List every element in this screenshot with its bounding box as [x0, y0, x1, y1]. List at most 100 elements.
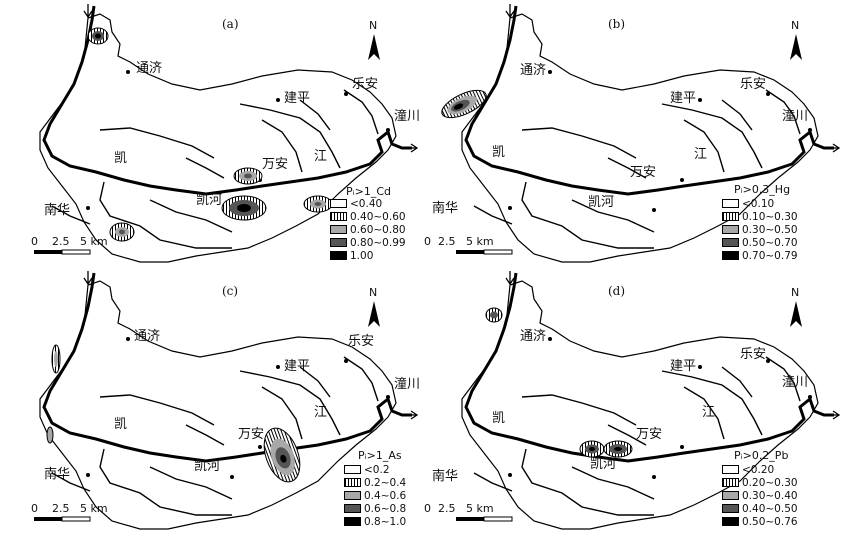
place-jiang: 江 [702, 405, 716, 420]
tributary [343, 356, 379, 402]
place-jiang: 江 [694, 147, 708, 162]
north-label: N [369, 286, 378, 299]
scale-label-mid: 2.5 [52, 235, 70, 248]
panel-label-d: (d) [608, 284, 626, 298]
place-tongchuan: 潼川 [782, 375, 809, 390]
place-jiang: 江 [314, 405, 328, 420]
place-wanan: 万安 [630, 165, 657, 180]
town-dot [508, 473, 512, 477]
tributary [521, 394, 637, 426]
north-label: N [369, 19, 378, 32]
town-dot [344, 359, 348, 363]
town-dot [680, 178, 684, 182]
tributary [521, 127, 637, 159]
place-wanan: 万安 [238, 427, 265, 442]
tributary [607, 157, 647, 179]
legend-item: 0.40~0.50 [722, 504, 798, 515]
hotspot-pb-3 [603, 440, 633, 458]
place-nanhua: 南华 [432, 201, 459, 216]
scale-label-0: 0 [424, 235, 431, 248]
town-dot [698, 98, 702, 102]
legend-title: Pᵢ>1_As [358, 449, 402, 462]
tributary [721, 366, 753, 398]
tributary [661, 103, 763, 169]
legend-title: Pᵢ>0.2_Pb [734, 449, 789, 462]
town-dot [680, 445, 684, 449]
hotspot-as-3 [46, 426, 54, 444]
place-kai: 凯 [114, 417, 128, 432]
north-arrow-icon [368, 301, 380, 327]
tributary [473, 472, 513, 492]
legend-item: <0.20 [722, 465, 774, 476]
legend-item: 0.50~0.70 [722, 238, 798, 249]
tributary [571, 199, 655, 233]
north-label: N [791, 19, 800, 32]
scale-label-mid: 2.5 [438, 502, 456, 515]
panel-label-a: (a) [222, 17, 239, 31]
town-dot [276, 98, 280, 102]
tributary [299, 366, 331, 398]
tributary [571, 466, 655, 500]
scale-bar-icon [456, 250, 484, 254]
legend-title: Pᵢ>1_Cd [346, 185, 391, 198]
scale-label-end: 5 km [80, 235, 108, 248]
legend-item: 0.40~0.60 [330, 212, 406, 223]
legend-item: 1.00 [330, 251, 373, 262]
main-river [42, 272, 412, 463]
town-dot [386, 395, 390, 399]
place-nanhua: 南华 [44, 467, 71, 482]
hotspot-as-1 [263, 427, 301, 483]
place-kai: 凯 [492, 411, 506, 426]
tributary [299, 99, 331, 131]
scale-label-end: 5 km [466, 235, 494, 248]
inflow-arrow [83, 271, 93, 286]
town-dot [86, 473, 90, 477]
place-tongji: 通济 [136, 61, 163, 76]
map-panel-d [422, 267, 842, 533]
town-dot [276, 365, 280, 369]
town-dot [698, 365, 702, 369]
town-dot [652, 475, 656, 479]
hotspot-pb-2 [579, 440, 605, 458]
tributary [99, 394, 215, 426]
town-dot [652, 208, 656, 212]
scale-label-0: 0 [31, 235, 38, 248]
place-lean: 乐安 [740, 347, 767, 362]
tributary [99, 127, 215, 159]
north-arrow-icon [790, 34, 802, 60]
scale-label-0: 0 [31, 502, 38, 515]
inflow-arrow [505, 271, 515, 286]
legend-item: 0.20~0.30 [722, 478, 798, 489]
place-jiang: 江 [314, 149, 328, 164]
place-tongji: 通济 [520, 63, 547, 78]
legend-item: 0.60~0.80 [330, 225, 406, 236]
panel-label-b: (b) [608, 17, 626, 31]
town-dot [258, 445, 262, 449]
place-wanan: 万安 [636, 427, 663, 442]
legend-item: <0.2 [344, 465, 390, 476]
tributary [683, 119, 725, 173]
region-boundary [39, 280, 397, 530]
map-a-svg [34, 4, 419, 263]
place-tongji: 通济 [134, 329, 161, 344]
scale-label-mid: 2.5 [438, 235, 456, 248]
place-tongchuan: 潼川 [394, 377, 421, 392]
place-lean: 乐安 [740, 77, 767, 92]
hotspot-pb-1 [485, 307, 503, 323]
place-jianping: 建平 [284, 91, 311, 106]
town-dot [86, 206, 90, 210]
place-jianping: 建平 [670, 91, 697, 106]
town-dot [548, 337, 552, 341]
town-dot [808, 128, 812, 132]
main-river [464, 272, 834, 463]
north-arrow-icon [368, 34, 380, 60]
tributary [261, 386, 303, 440]
scale-label-0: 0 [424, 502, 431, 515]
outflow-arrow [400, 143, 419, 153]
legend-item: 0.30~0.50 [722, 225, 798, 236]
map-d-svg [456, 271, 841, 530]
map-b-svg [441, 4, 841, 263]
tributary [185, 157, 225, 179]
tributary [239, 103, 341, 169]
